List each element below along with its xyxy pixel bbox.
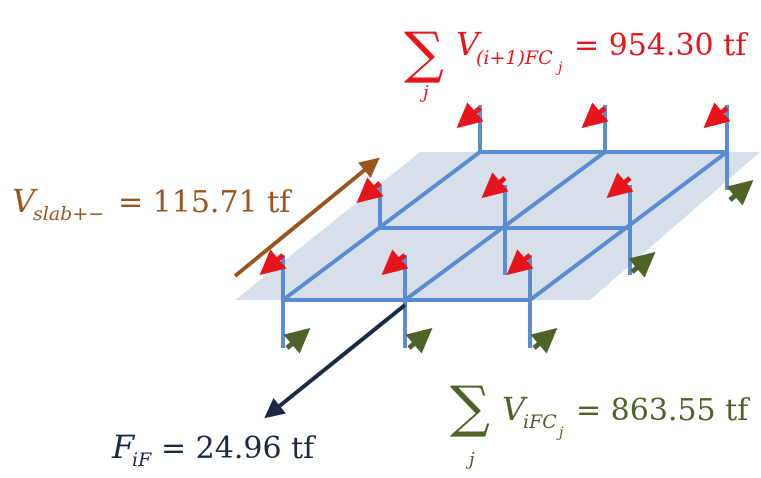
top-shear-arrow	[606, 172, 634, 199]
top-shear-arrow	[381, 249, 409, 276]
slab-symbol: V	[12, 182, 38, 220]
shear-symbol: V	[456, 25, 482, 63]
top-column-shear-arrows	[259, 102, 731, 276]
summation-index: j	[465, 449, 475, 470]
bottom-shear-arrow	[530, 327, 558, 354]
shear-sub-subscript: j	[555, 60, 563, 76]
shear-symbol: V	[502, 390, 528, 428]
slab-subscript: slab+−	[33, 203, 104, 225]
force-symbol: F	[111, 428, 136, 466]
summation-index: j	[419, 82, 429, 103]
top-shear-arrow	[481, 172, 509, 199]
top-shear-sum-label: ∑ j V (i+1)FC j = 954.30 tf	[404, 21, 748, 103]
bottom-column-shear-arrows	[283, 179, 754, 354]
frame-beams	[281, 150, 729, 302]
slab-shear-arrow	[233, 157, 380, 278]
resultant-force-label: F iF = 24.96 tf	[111, 428, 316, 471]
slab-value: = 115.71 tf	[118, 185, 292, 220]
shear-subscript: iFC	[523, 411, 557, 433]
slab-shear-label: V slab+− = 115.71 tf	[12, 182, 292, 225]
summation-symbol: ∑	[450, 375, 490, 440]
top-shear-arrow	[581, 102, 609, 129]
top-shear-arrow	[456, 102, 484, 129]
shear-subscript: (i+1)FC	[476, 47, 553, 69]
bottom-shear-arrow	[405, 327, 433, 354]
bottom-shear-sum-label: ∑ j V iFC j = 863.55 tf	[450, 375, 750, 470]
summation-symbol: ∑	[404, 21, 444, 86]
force-subscript: iF	[132, 449, 152, 471]
top-shear-arrow	[703, 102, 731, 129]
shear-value: = 863.55 tf	[576, 393, 750, 428]
bottom-shear-arrow	[283, 327, 311, 354]
top-shear-arrow	[356, 177, 384, 204]
top-shear-arrow	[259, 249, 287, 276]
shear-value: = 954.30 tf	[574, 28, 748, 63]
bottom-shear-arrow	[726, 179, 754, 206]
resultant-force-arrow	[264, 303, 407, 419]
top-shear-arrow	[506, 249, 534, 276]
force-value: = 24.96 tf	[161, 431, 316, 466]
shear-sub-subscript: j	[556, 425, 564, 441]
bottom-shear-arrow	[628, 251, 656, 278]
